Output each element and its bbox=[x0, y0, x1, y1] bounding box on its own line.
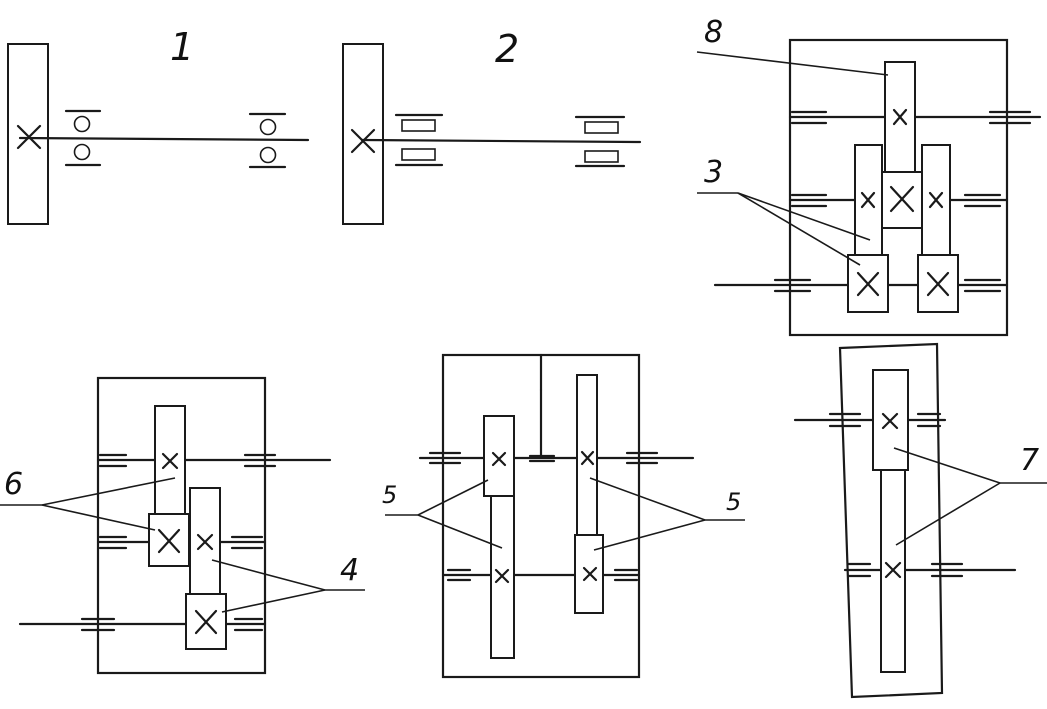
leader-5a-bottom bbox=[417, 514, 503, 549]
gearbox-top-right: 8 3 bbox=[696, 15, 1042, 337]
scheme-1-gear bbox=[7, 43, 49, 225]
gearbox-top-right-housing bbox=[788, 38, 1009, 337]
gearbox-bottom-right-bearings bbox=[828, 412, 964, 578]
scheme-1-right-bearing bbox=[248, 112, 287, 169]
leader-6b bbox=[41, 504, 156, 531]
scheme-1-left-bearing bbox=[64, 109, 102, 167]
scheme-2-roller-bearing-shaft bbox=[342, 43, 642, 225]
gearbox-bottom-middle: 5 5 bbox=[382, 353, 745, 679]
label-5-right: 5 bbox=[726, 488, 741, 516]
label-2: 2 bbox=[495, 27, 519, 71]
gearbox-top-right-bearings bbox=[773, 110, 1032, 293]
scheme-2-gear bbox=[342, 43, 384, 225]
label-6: 6 bbox=[4, 467, 23, 502]
scheme-1-shaft bbox=[18, 136, 310, 142]
gear-5-top-right bbox=[576, 374, 598, 536]
scheme-2-right-bearing bbox=[574, 115, 626, 168]
leader-7a bbox=[893, 447, 1001, 484]
scheme-2-shaft bbox=[360, 138, 642, 144]
gearbox-bottom-left-housing bbox=[96, 376, 267, 675]
leader-4a bbox=[211, 559, 326, 591]
scheme-1-ball-bearing-shaft bbox=[7, 43, 310, 225]
gear-5-top-left bbox=[483, 415, 515, 497]
scheme-2-left-bearing bbox=[394, 113, 444, 167]
gear-bottom-right bbox=[917, 254, 959, 313]
gearbox-bottom-right: 7 bbox=[793, 342, 1047, 699]
label-4: 4 bbox=[340, 553, 359, 588]
label-3: 3 bbox=[704, 155, 723, 190]
gearbox-bottom-right-housing bbox=[838, 342, 944, 699]
leader-7b bbox=[895, 482, 1001, 546]
gearbox-bottom-left: 6 4 bbox=[0, 376, 365, 675]
gearbox-bottom-left-bearings bbox=[80, 453, 277, 632]
leader-8 bbox=[696, 51, 889, 76]
leader-6a bbox=[41, 477, 176, 506]
label-7: 7 bbox=[1020, 443, 1039, 478]
leader-5b-top bbox=[589, 477, 706, 521]
leader-4b bbox=[221, 589, 326, 613]
label-5-left: 5 bbox=[382, 481, 397, 509]
leader-5a-top bbox=[417, 479, 489, 516]
gear-bottom-left bbox=[847, 254, 889, 313]
leader-3b bbox=[737, 192, 861, 266]
label-1: 1 bbox=[170, 25, 194, 69]
gearbox-bottom-middle-bearings bbox=[428, 451, 659, 582]
leader-3a bbox=[737, 192, 871, 241]
label-8: 8 bbox=[704, 15, 723, 50]
leader-5b-bottom bbox=[593, 519, 706, 551]
